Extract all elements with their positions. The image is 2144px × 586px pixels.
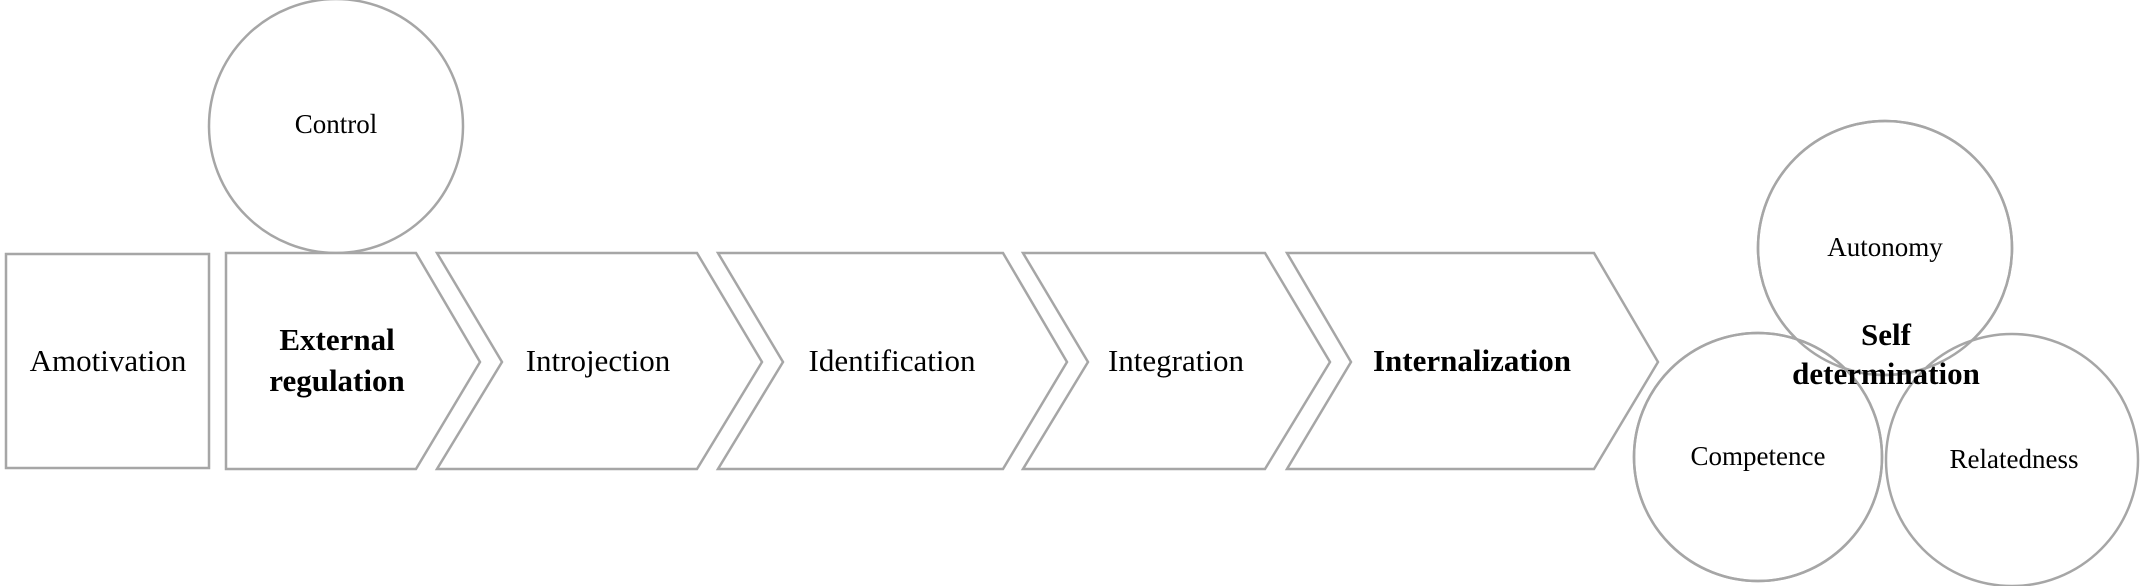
competence-circle-outline [1632, 331, 1884, 583]
identification-label: Identification [809, 343, 976, 378]
internalization-chevron [1284, 251, 1660, 471]
amotivation-box [4, 252, 211, 470]
self-determination-label-line1: Self [1861, 317, 1912, 352]
amotivation-label: Amotivation [30, 343, 187, 378]
introjection-label: Introjection [526, 343, 671, 378]
relatedness-circle [1884, 332, 2140, 586]
external-regulation-label-line1: External [279, 322, 395, 357]
relatedness-label: Relatedness [1950, 444, 2079, 474]
self-determination-label-line2: determination [1792, 356, 1980, 391]
self-determination-cluster [1632, 119, 2140, 586]
external-regulation-label-line2: regulation [269, 363, 405, 398]
external-regulation-arrow [224, 251, 482, 471]
autonomy-label: Autonomy [1827, 232, 1943, 262]
internalization-label: Internalization [1373, 343, 1571, 378]
competence-label: Competence [1691, 441, 1826, 471]
integration-chevron [1020, 251, 1332, 471]
introjection-chevron [434, 251, 764, 471]
identification-chevron [715, 251, 1069, 471]
control-label: Control [295, 109, 378, 139]
autonomy-circle-outline [1756, 119, 2014, 377]
integration-label: Integration [1108, 343, 1245, 378]
